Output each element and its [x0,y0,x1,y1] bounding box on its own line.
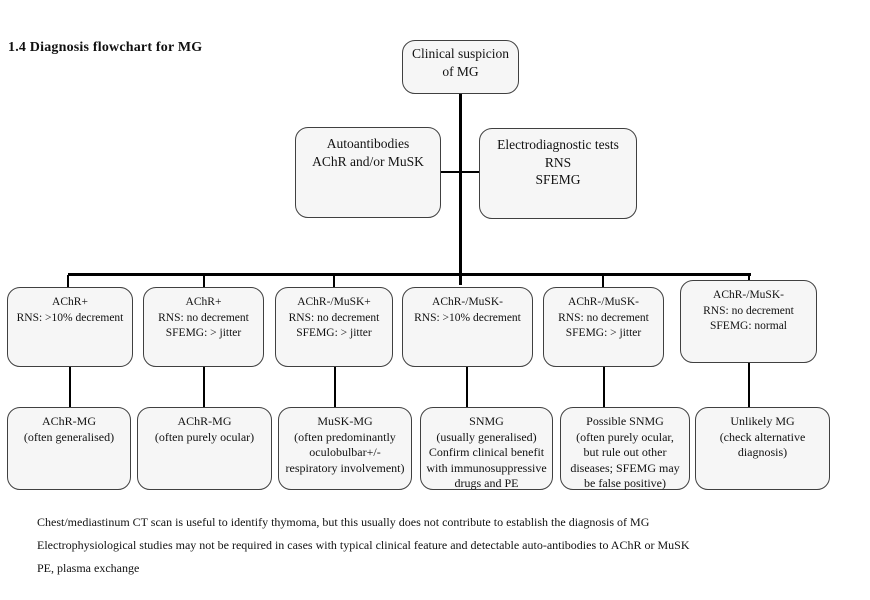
connector-trunk [459,93,462,285]
node-condition-achr-pos-decrement: AChR+ RNS: >10% decrement [7,287,133,367]
footnote-electrophysiology: Electrophysiological studies may not be … [37,538,690,552]
connector-stub-outcome-3 [334,367,336,407]
node-outcome-achr-mg-ocular: AChR-MG (often purely ocular) [137,407,272,490]
node-outcome-musk-mg: MuSK-MG (often predominantly oculobulbar… [278,407,412,490]
node-condition-seroneg-decrement: AChR-/MuSK- RNS: >10% decrement [402,287,533,367]
connector-stub-condition-3 [333,275,335,288]
node-outcome-snmg: SNMG (usually generalised) Confirm clini… [420,407,553,490]
node-condition-achr-pos-no-decrement: AChR+ RNS: no decrement SFEMG: > jitter [143,287,264,367]
node-outcome-achr-mg-generalised: AChR-MG (often generalised) [7,407,131,490]
connector-stub-condition-2 [203,275,205,288]
connector-stub-condition-6 [748,275,750,281]
connector-tests-horizontal [440,171,480,173]
connector-stub-outcome-1 [69,367,71,407]
connector-stub-condition-1 [67,275,69,288]
node-outcome-possible-snmg: Possible SNMG (often purely ocular, but … [560,407,690,490]
connector-stub-outcome-2 [203,367,205,407]
connector-branch-bar [68,273,751,276]
node-condition-musk-pos: AChR-/MuSK+ RNS: no decrement SFEMG: > j… [275,287,393,367]
node-autoantibodies: Autoantibodies AChR and/or MuSK [295,127,441,218]
footnote-ct-scan: Chest/mediastinum CT scan is useful to i… [37,515,650,529]
connector-stub-outcome-5 [603,367,605,407]
connector-stub-condition-5 [602,275,604,288]
node-condition-seroneg-jitter: AChR-/MuSK- RNS: no decrement SFEMG: > j… [543,287,664,367]
connector-stub-outcome-6 [748,362,750,407]
footnote-pe-abbreviation: PE, plasma exchange [37,561,140,575]
node-outcome-unlikely-mg: Unlikely MG (check alternative diagnosis… [695,407,830,490]
node-electrodiagnostic-tests: Electrodiagnostic tests RNS SFEMG [479,128,637,219]
node-clinical-suspicion: Clinical suspicion of MG [402,40,519,94]
node-condition-seroneg-normal: AChR-/MuSK- RNS: no decrement SFEMG: nor… [680,280,817,363]
connector-stub-outcome-4 [466,367,468,407]
page-title: 1.4 Diagnosis flowchart for MG [8,40,203,55]
